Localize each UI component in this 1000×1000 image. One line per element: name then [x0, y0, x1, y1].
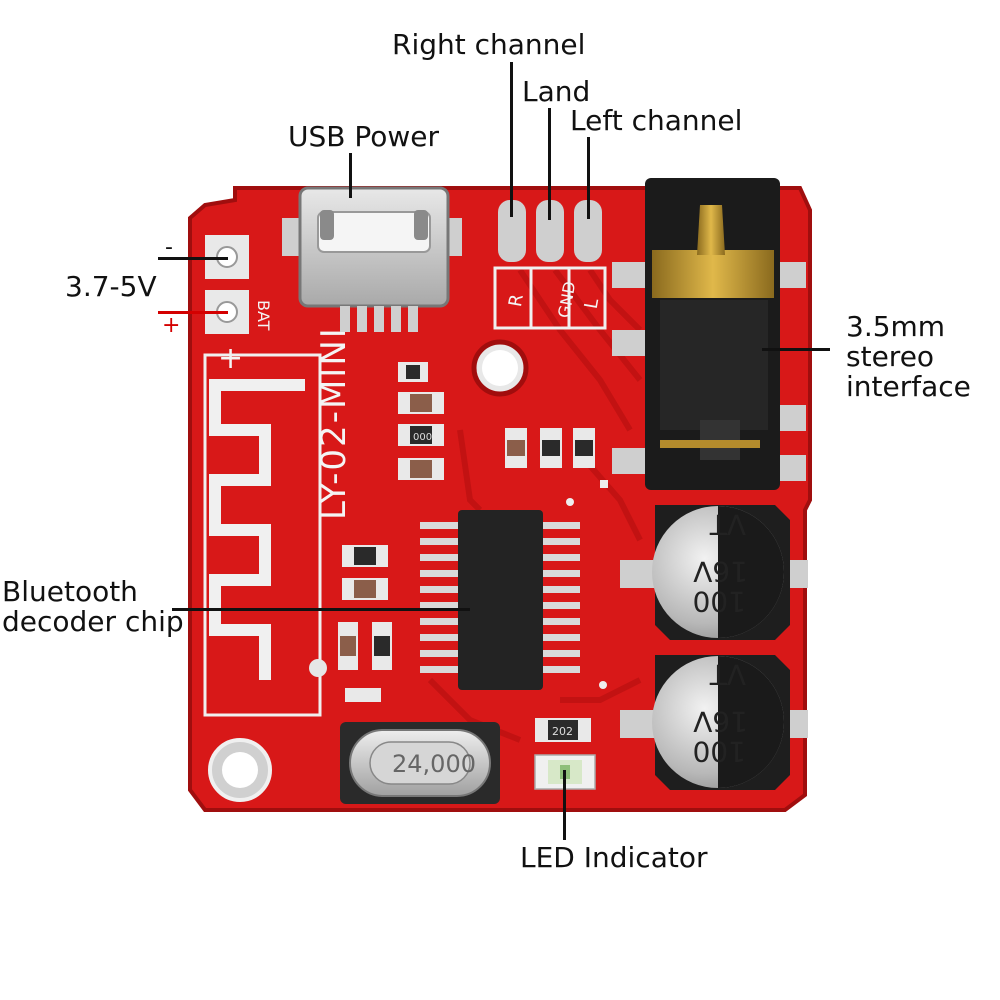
leader-left-channel [587, 137, 590, 219]
label-stereo-line3: interface [846, 370, 971, 403]
label-stereo-line2: stereo [846, 340, 935, 373]
label-land: Land [522, 75, 591, 108]
leader-usb-power [349, 153, 352, 198]
decoder-chip [420, 510, 580, 690]
capacitor-bottom-line3: 100 [693, 735, 746, 768]
smd-code-label: 000 [413, 432, 432, 443]
pad-label-r: R [505, 293, 528, 309]
capacitor-top-line2: 16V [693, 555, 748, 588]
label-bt-line2: decoder chip [2, 605, 184, 638]
label-usb-power: USB Power [288, 120, 440, 153]
mounting-hole-bottom [208, 738, 272, 802]
stereo-jack [612, 178, 806, 490]
smd-components: 000 202 [338, 362, 608, 742]
leader-led [563, 770, 566, 840]
label-right-channel: Right channel [392, 28, 586, 61]
audio-output-pads: R GND L [493, 200, 607, 330]
crystal-label: 24,000 [392, 750, 476, 778]
capacitor-bottom-line1: VT [709, 658, 746, 691]
bat-label: BAT [254, 300, 273, 331]
board-model-label: LY-02-MINI [314, 326, 354, 520]
micro-usb-connector [282, 186, 462, 332]
label-minus: - [165, 235, 173, 260]
pcb-antenna [209, 379, 305, 680]
resistor-code-label: 202 [552, 725, 573, 738]
battery-pads: BAT + [205, 235, 273, 376]
leader-right-channel [510, 62, 513, 217]
label-left-channel: Left channel [570, 104, 743, 137]
antenna-keepout [203, 353, 322, 717]
capacitor-bottom [620, 655, 808, 790]
label-plus: + [162, 313, 181, 338]
label-led: LED Indicator [520, 841, 708, 874]
capacitor-bottom-line2: 16V [693, 705, 748, 738]
label-stereo-line1: 3.5mm [846, 310, 946, 343]
pad-label-l: L [581, 297, 603, 311]
leader-stereo [762, 348, 830, 351]
label-voltage: 3.7-5V [65, 270, 157, 303]
leader-minus [158, 257, 228, 260]
capacitor-top-line1: VT [709, 508, 746, 541]
capacitor-top [620, 505, 808, 640]
label-bt-line1: Bluetooth [2, 575, 138, 608]
mounting-hole-top [471, 339, 529, 397]
leader-land [548, 108, 551, 220]
crystal-oscillator [340, 722, 500, 804]
bat-plus-label: + [218, 341, 243, 376]
leader-bt-chip [172, 608, 470, 611]
leader-plus [158, 311, 228, 314]
capacitor-top-line3: 100 [693, 585, 746, 618]
